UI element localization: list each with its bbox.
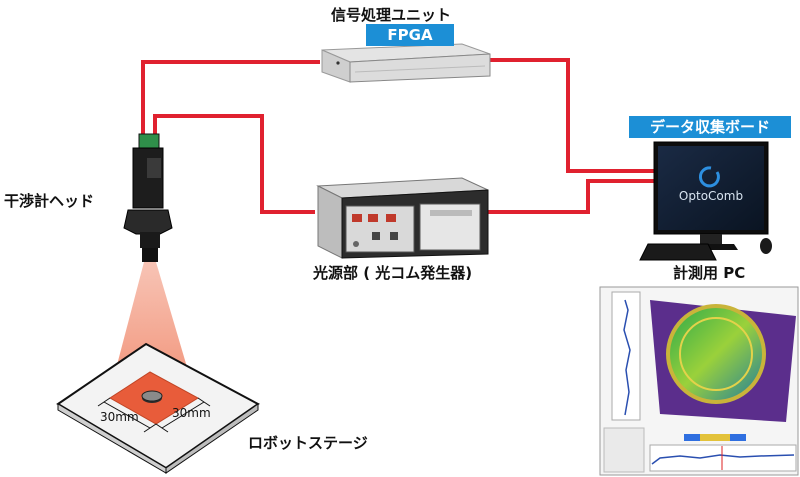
light-source-label: 光源部 ( 光コム発生器) <box>313 264 473 282</box>
cable-head-to-signal-unit <box>141 60 320 140</box>
light-source-unit <box>316 177 489 259</box>
robot-stage <box>56 342 260 474</box>
data-board-badge: データ収集ボード <box>629 116 791 138</box>
fpga-badge: FPGA <box>366 24 454 46</box>
cable-head-to-light-source <box>153 114 315 214</box>
monitor-brand: OptoComb <box>679 189 743 203</box>
signal-unit-label: 信号処理ユニット <box>331 6 452 24</box>
signal-processing-unit <box>321 43 491 83</box>
interferometer-head <box>123 133 173 262</box>
pc-label: 計測用 PC <box>673 264 746 282</box>
stage-label: ロボットステージ <box>248 434 368 452</box>
measurement-screenshot <box>599 286 799 476</box>
pc: OptoComb <box>639 141 772 261</box>
head-label: 干渉計ヘッド <box>4 192 95 210</box>
cables <box>141 58 655 214</box>
dim-right-label: 30mm <box>172 406 211 420</box>
dim-left-label: 30mm <box>100 410 139 424</box>
cable-signal-unit-to-pc <box>470 58 655 173</box>
cable-light-source-to-pc <box>488 179 655 214</box>
